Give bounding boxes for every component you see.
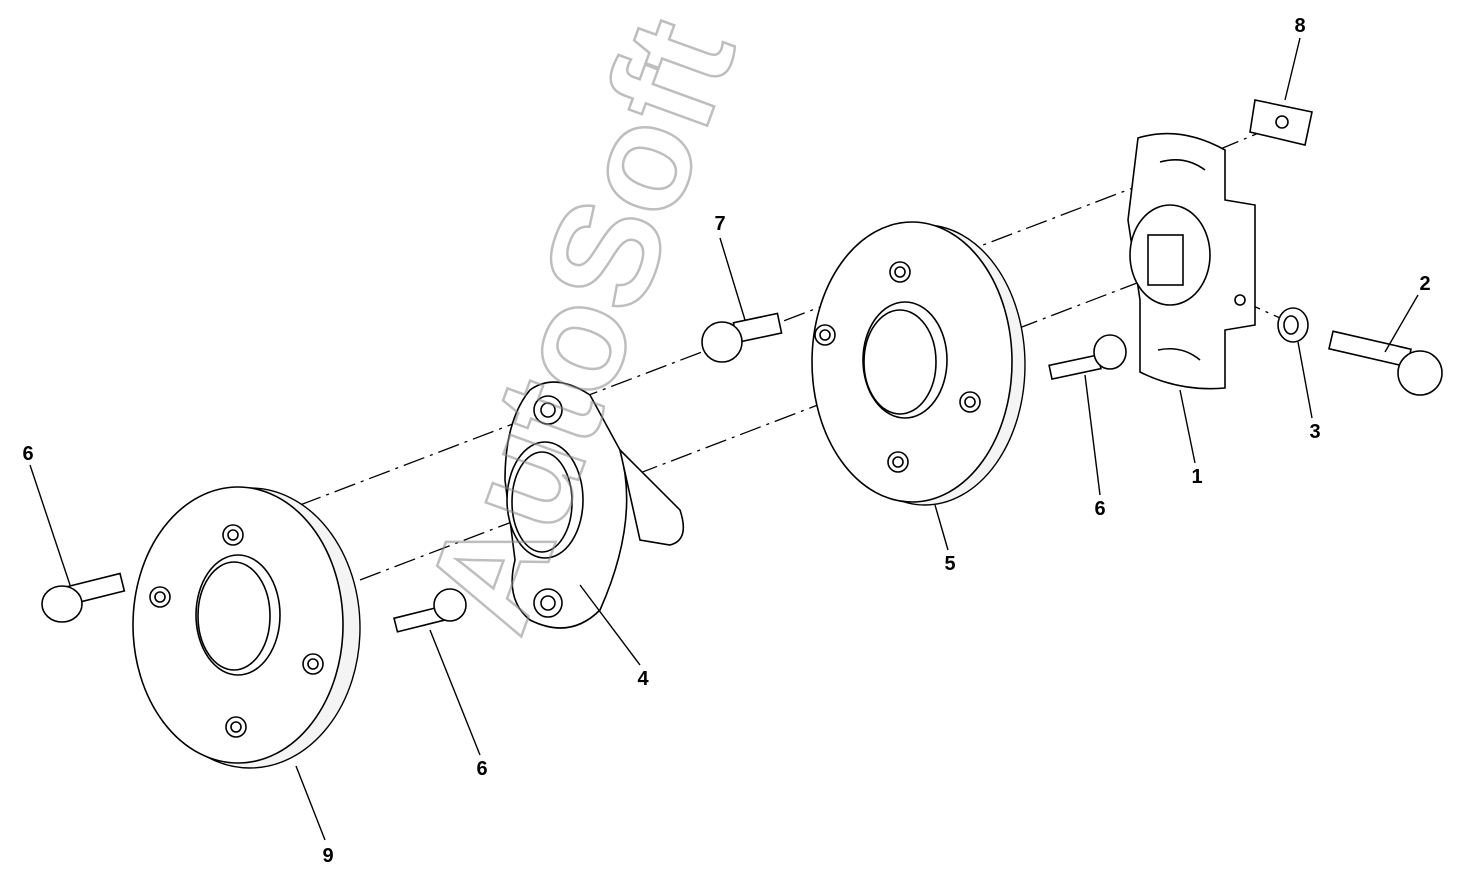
- stud-part-6-middle: [393, 588, 467, 633]
- bracket-part-4: [504, 381, 685, 629]
- leader-lines: [29, 37, 1419, 841]
- bolt-part-7: [701, 312, 783, 363]
- callout-5: 5: [944, 553, 955, 575]
- callout-3: 3: [1309, 421, 1320, 443]
- callout-8: 8: [1294, 15, 1305, 37]
- bolt-part-6-left: [41, 572, 126, 623]
- callout-labels: 8 7 2 3 1 6 5 4 6 6 9: [22, 15, 1430, 867]
- washer-part-3: [1277, 307, 1309, 343]
- clamp-hub-part-1: [1127, 132, 1256, 390]
- stud-part-6-right: [1048, 334, 1127, 380]
- callout-6-middle: 6: [476, 758, 487, 780]
- disc-part-5: [811, 221, 1026, 506]
- bolt-part-2: [1328, 330, 1443, 396]
- callout-4: 4: [637, 668, 649, 690]
- callout-9: 9: [322, 845, 333, 867]
- callout-1: 1: [1191, 466, 1202, 488]
- callout-2: 2: [1419, 273, 1430, 295]
- callout-6-left: 6: [22, 443, 33, 465]
- callout-7: 7: [714, 213, 725, 235]
- flange-disc-part-9: [132, 486, 361, 769]
- key-part-8: [1249, 99, 1313, 146]
- callout-6-right: 6: [1094, 498, 1105, 520]
